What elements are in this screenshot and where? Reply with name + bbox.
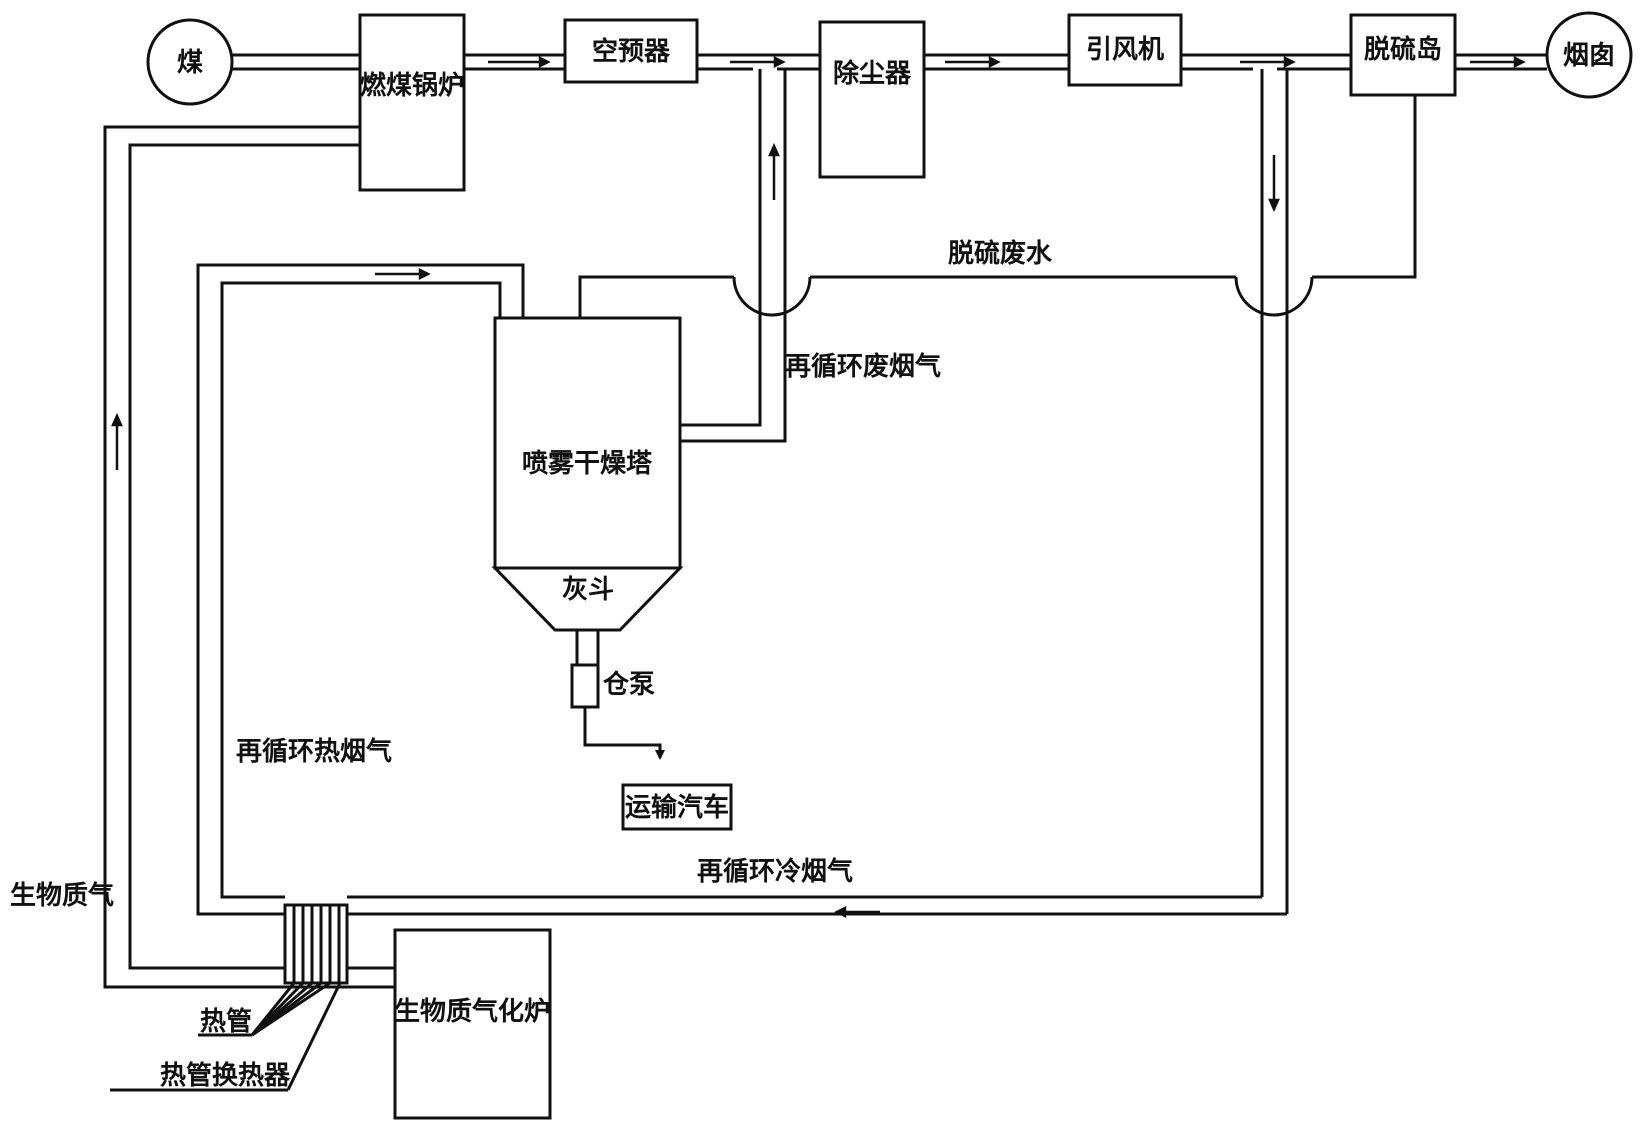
- ash-hopper-label: 灰斗: [562, 575, 614, 605]
- flow-arrows: [111, 55, 1526, 919]
- air-preheater-node: 空预器: [563, 18, 699, 84]
- recirc-cold-gas-pipe: [347, 69, 1289, 916]
- recirc-waste-gas-pipe: [680, 69, 787, 443]
- spray-dryer-label: 喷雾干燥塔: [522, 449, 653, 479]
- recirc-cold-gas-label: 再循环冷烟气: [697, 856, 853, 887]
- silo-pump-label: 仓泵: [602, 669, 655, 700]
- wastewater-pipe: [578, 69, 1417, 318]
- transport-truck-node: 运输汽车: [621, 783, 733, 831]
- chimney-node: 烟囱: [1545, 11, 1633, 99]
- silo-pump-assembly: 仓泵: [570, 630, 665, 760]
- transport-truck-label: 运输汽车: [625, 792, 729, 823]
- biomass-gas-pipe: [103, 125, 395, 989]
- recirc-hot-gas-label: 再循环热烟气: [236, 736, 392, 767]
- heat-pipe-exchanger: [110, 903, 349, 1092]
- heat-pipe-label: 热管: [200, 1007, 252, 1037]
- induced-fan-label: 引风机: [1086, 35, 1164, 65]
- main-flue-line: [230, 53, 1547, 71]
- dust-collector-node: 除尘器: [818, 20, 926, 179]
- recirc-waste-gas-label: 再循环废烟气: [785, 351, 941, 382]
- air-preheater-label: 空预器: [592, 36, 671, 67]
- desulfurization-node: 脱硫岛: [1349, 13, 1457, 97]
- recirc-hot-gas-pipe: [196, 263, 525, 916]
- coal-node: 煤: [146, 18, 234, 106]
- coal-label: 煤: [177, 48, 203, 78]
- dust-collector-label: 除尘器: [833, 58, 912, 89]
- silo-pump-box: [570, 663, 600, 709]
- boiler-node: 燃煤锅炉: [358, 13, 466, 192]
- boiler-label: 燃煤锅炉: [360, 71, 464, 101]
- heat-pipe-exchanger-label: 热管换热器: [160, 1061, 291, 1091]
- chimney-label: 烟囱: [1563, 41, 1615, 71]
- wastewater-label: 脱硫废水: [948, 238, 1053, 269]
- biomass-gas-label: 生物质气: [10, 880, 114, 911]
- desulfurization-label: 脱硫岛: [1364, 34, 1442, 65]
- induced-fan-node: 引风机: [1067, 13, 1183, 87]
- biomass-gasifier-node: 生物质气化炉: [393, 928, 552, 1120]
- spray-dryer-node: 喷雾干燥塔 灰斗: [491, 316, 684, 632]
- biomass-gasifier-label: 生物质气化炉: [394, 996, 550, 1027]
